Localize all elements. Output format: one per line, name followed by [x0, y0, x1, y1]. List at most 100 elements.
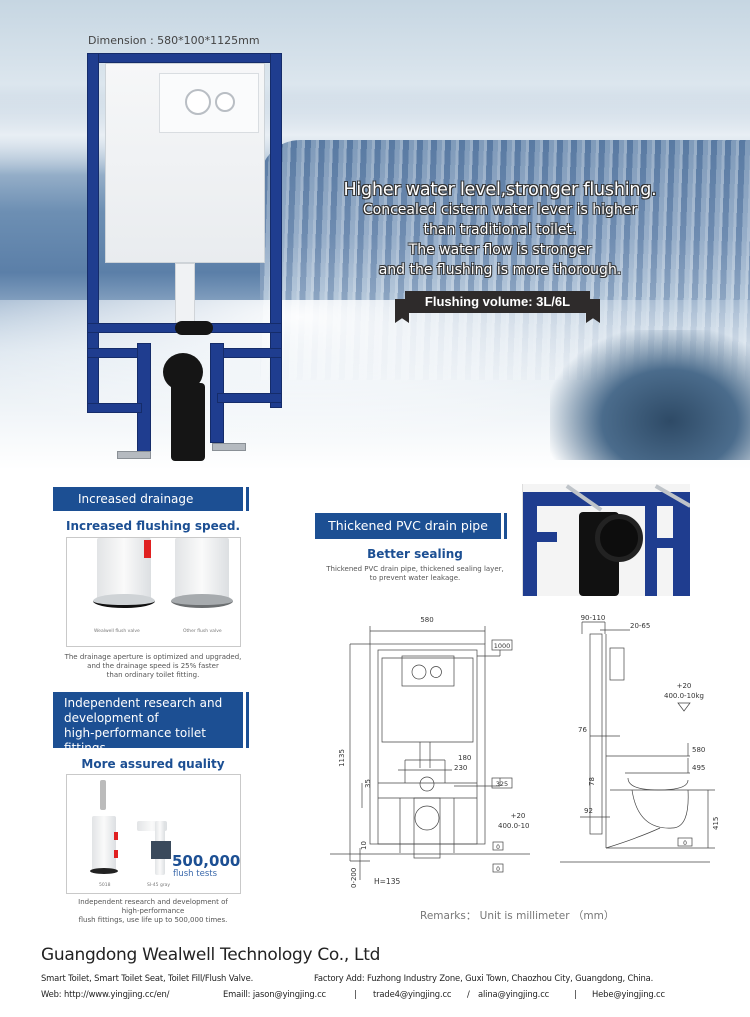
drain-pipe: [171, 383, 205, 461]
dim-230: 230: [454, 764, 467, 772]
fitting-label-5018: 5018: [99, 883, 111, 888]
drainage-caption-line: than ordinary toilet fitting.: [106, 671, 200, 679]
website-link[interactable]: Web: http://www.yingjing.cc/en/: [41, 989, 170, 999]
box-1000: [491, 639, 513, 651]
dim-180: 180: [458, 754, 471, 762]
frame-foot-right: [212, 443, 246, 451]
flush-plate-side: [609, 647, 625, 681]
flush-tests-label: flush tests: [173, 869, 218, 879]
dim-height: 1135: [338, 749, 346, 767]
water-inlet-pipe: [175, 321, 213, 335]
front-zero-b: 0: [496, 866, 500, 873]
dim-box-325: 325: [496, 780, 508, 788]
frame-lower-bar-right: [222, 348, 282, 358]
email-trade4-link[interactable]: trade4@yingjing.cc: [373, 989, 452, 999]
dim-76: 76: [578, 726, 587, 734]
side-box-zero: [677, 837, 693, 847]
research-banner-line: development of: [64, 711, 159, 725]
dim-box-1000: 1000: [494, 642, 511, 650]
side-view-drawing: 90-110 20-65 +20 400.0-10kg 76 580 495 7…: [560, 608, 750, 873]
footer-separator: |: [354, 989, 357, 999]
dim-92: 92: [584, 807, 593, 815]
research-banner: Independent research and development of …: [53, 692, 249, 755]
box-zero-b: [492, 863, 504, 873]
frame-right-post: [270, 53, 282, 408]
h-label: H=135: [374, 877, 400, 886]
frame-foot-bar-left: [87, 403, 142, 413]
footer-separator: /: [467, 989, 470, 999]
products-line: Smart Toilet, Smart Toilet Seat, Toilet …: [41, 973, 254, 983]
hero-sub-line-1: Concealed cistern water lever is higher: [362, 202, 638, 218]
flush-button-large: [411, 664, 427, 680]
dim-495: 495: [692, 764, 705, 772]
side-view-svg: 90-110 20-65 +20 400.0-10kg 76 580 495 7…: [560, 614, 720, 863]
dim-35: 35: [364, 779, 372, 788]
factory-address: Factory Add: Fuzhong Industry Zone, Guxi…: [314, 973, 654, 983]
front-load-plus: +20: [511, 812, 526, 820]
pvc-caption-line: to prevent water leakage.: [369, 574, 461, 582]
flush-button-small: [430, 666, 442, 678]
footer-separator: |: [574, 989, 577, 999]
hero-sub-line-4: and the flushing is more thorough.: [378, 262, 622, 278]
wealwell-valve-label: Wealwell flush valve: [94, 629, 140, 634]
flush-tests-count: 500,000: [172, 852, 241, 870]
hero-headline-block: Higher water level,stronger flushing. Co…: [300, 180, 700, 280]
drainage-caption: The drainage aperture is optimized and u…: [53, 653, 253, 680]
frame-leg-left: [137, 343, 151, 453]
flush-button-large-icon: [185, 89, 211, 115]
wealwell-flush-valve-image: [89, 538, 159, 618]
research-banner-line: Independent research and: [64, 696, 223, 710]
dim-78: 78: [588, 777, 596, 786]
frame-outline: [369, 643, 486, 845]
research-subtitle: More assured quality: [81, 757, 225, 771]
research-banner-line: high-performance toilet fittings: [64, 726, 206, 755]
box-325: [491, 777, 513, 789]
front-view-svg: 580 1135 1000 180 230 325 35 10 0-200 H=…: [330, 616, 538, 888]
side-zero: 0: [683, 840, 687, 847]
flush-pipe: [175, 263, 195, 323]
hero-sub-line-2: than traditional toilet.: [423, 222, 577, 238]
pvc-caption: Thickened PVC drain pipe, thickened seal…: [315, 565, 515, 583]
company-name: Guangdong Wealwell Technology Co., Ltd: [41, 945, 381, 965]
other-flush-valve-image: [167, 538, 237, 618]
toilet-bowl-outline: [631, 789, 689, 829]
pvc-subtitle: Better sealing: [367, 547, 463, 561]
email-jason-link[interactable]: Emaill: jason@yingjing.cc: [223, 989, 326, 999]
dim-90-110: 90-110: [581, 614, 606, 622]
research-caption-line: Independent research and development of: [78, 898, 228, 906]
fill-valve-si45-image: [137, 815, 177, 875]
frame-top-bar: [87, 53, 282, 63]
side-frame-outline: [589, 633, 603, 835]
email-hebe-link[interactable]: Hebe@yingjing.cc: [592, 989, 665, 999]
toilet-seat-outline: [627, 777, 689, 791]
frame-foot-left: [117, 451, 151, 459]
fitting-label-si45: SI-45 gray: [147, 883, 171, 888]
water-inlet: [419, 776, 435, 792]
drainage-banner: Increased drainage channel: [53, 487, 249, 530]
remarks-note: Remarks： Unit is millimeter （mm）: [420, 910, 615, 922]
dim-20-65: 20-65: [630, 622, 650, 630]
front-zero-a: 0: [496, 844, 500, 851]
load-arrow-icon: [677, 702, 691, 712]
front-view-drawing: 580 1135 1000 180 230 325 35 10 0-200 H=…: [330, 608, 538, 893]
front-load: 400.0-10kg: [498, 822, 530, 830]
flush-valve-5018-image: [90, 780, 122, 880]
hero-sub-line-3: The water flow is stronger: [408, 242, 592, 258]
email-alina-link[interactable]: alina@yingjing.cc: [478, 989, 550, 999]
flushing-volume-ribbon: Flushing volume: 3L/6L: [405, 291, 590, 313]
research-caption: Independent research and development of …: [53, 898, 253, 925]
other-valve-label: Other flush valve: [183, 629, 222, 634]
frame-foot-bar-right: [217, 393, 282, 403]
hero-headline: Higher water level,stronger flushing.: [343, 180, 657, 200]
flush-plate-outline: [401, 655, 455, 687]
side-load-plus: +20: [677, 682, 692, 690]
research-caption-line: high-performance: [121, 907, 185, 915]
pvc-banner: Thickened PVC drain pipe: [315, 513, 507, 539]
dim-0-200: 0-200: [350, 868, 358, 888]
box-zero-a: [492, 841, 504, 851]
drain-outlet: [414, 805, 440, 831]
dim-580-side: 580: [692, 746, 705, 754]
drainage-subtitle: Increased flushing speed.: [65, 519, 241, 533]
cistern-outline: [381, 657, 474, 743]
dim-width: 580: [420, 616, 433, 624]
